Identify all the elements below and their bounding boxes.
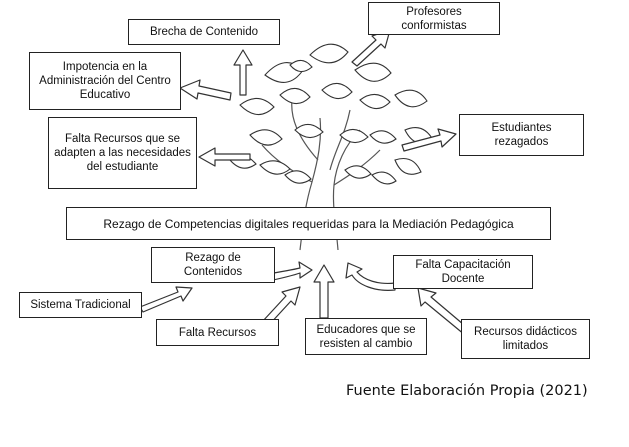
leaf: [321, 82, 353, 100]
arrow-capacitacion: [345, 262, 396, 291]
leaf: [369, 130, 397, 144]
central-bar: Rezago de Competencias digitales requeri…: [66, 207, 551, 240]
leaf: [339, 128, 369, 144]
box-profesores-conformistas: Profesores conformistas: [368, 2, 500, 35]
leaf: [239, 97, 275, 116]
leaf: [309, 43, 349, 64]
box-brecha-contenido: Brecha de Contenido: [128, 19, 280, 45]
box-falta-recursos: Falta Recursos: [156, 319, 279, 346]
arrow-left-recursos: [198, 147, 251, 167]
leaf: [259, 160, 291, 175]
arrow-up-brecha: [233, 49, 253, 96]
leaf: [354, 62, 392, 82]
leaf: [394, 157, 422, 175]
box-falta-recursos-adapten: Falta Recursos que se adapten a las nece…: [48, 117, 197, 189]
leaf: [371, 171, 397, 185]
leaf: [279, 87, 311, 105]
box-educadores-resisten: Educadores que se resisten al cambio: [305, 318, 427, 355]
leaf: [294, 123, 324, 139]
leaf: [394, 89, 428, 108]
arrow-up-right-profesores: [351, 29, 391, 67]
box-recursos-didacticos: Recursos didácticos limitados: [461, 319, 590, 359]
box-sistema-tradicional: Sistema Tradicional: [19, 292, 142, 318]
arrow-sistema: [139, 286, 193, 313]
arrow-left-impotencia: [179, 79, 232, 101]
box-impotencia: Impotencia en la Administración del Cent…: [29, 52, 181, 110]
arrow-educadores: [313, 264, 335, 319]
leaf: [344, 165, 372, 179]
leaf: [249, 129, 283, 146]
source-caption: Fuente Elaboración Propia (2021): [346, 383, 588, 399]
box-rezago-contenidos: Rezago de Contenidos: [151, 247, 275, 283]
box-falta-capacitacion: Falta Capacitación Docente: [393, 255, 533, 289]
arrow-right-estudiantes: [401, 128, 457, 152]
leaf: [289, 59, 313, 73]
box-estudiantes-rezagados: Estudiantes rezagados: [459, 114, 584, 156]
leaf: [284, 170, 312, 184]
leaf: [359, 93, 391, 110]
